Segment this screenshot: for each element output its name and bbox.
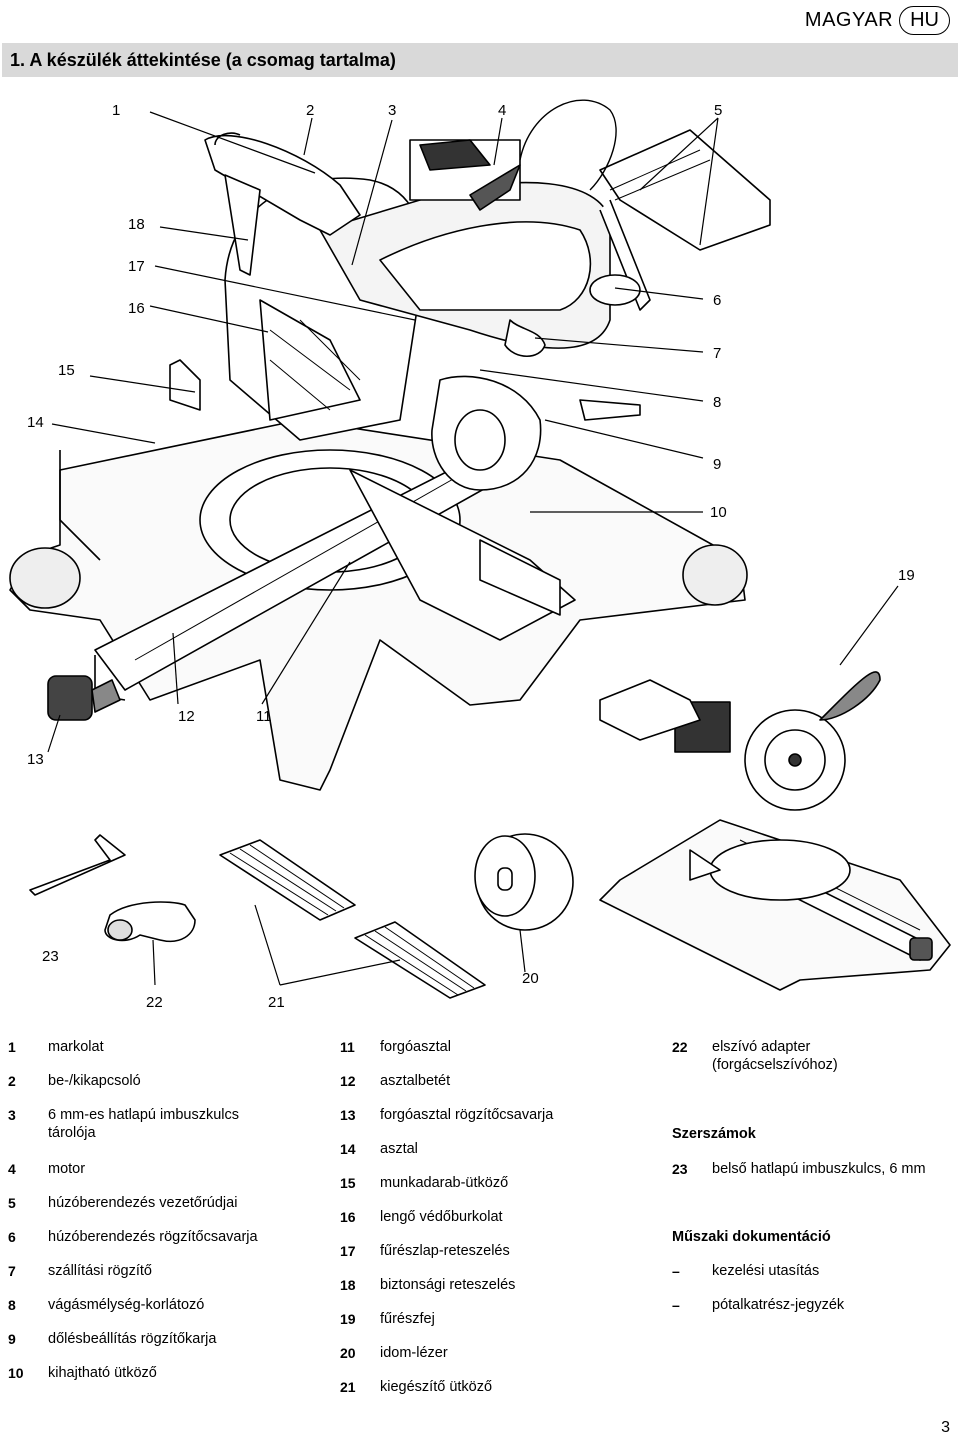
legend-num: 19 xyxy=(340,1311,356,1327)
legend-num: 10 xyxy=(8,1365,24,1381)
docs-heading: Műszaki dokumentáció xyxy=(672,1229,831,1245)
legend-num: 2 xyxy=(8,1073,16,1089)
callout-5: 5 xyxy=(714,102,723,119)
legend-text: kezelési utasítás xyxy=(712,1263,820,1279)
legend-num: 18 xyxy=(340,1277,356,1293)
legend-text: húzóberendezés vezetőrúdjai xyxy=(48,1195,238,1211)
callout-11: 11 xyxy=(256,708,272,725)
callout-22: 22 xyxy=(146,994,163,1011)
callout-16: 16 xyxy=(128,300,145,317)
legend-num: 9 xyxy=(8,1331,16,1347)
legend-num: 14 xyxy=(340,1141,356,1157)
legend-text: dőlésbeállítás rögzítőkarja xyxy=(48,1331,217,1347)
callout-3: 3 xyxy=(388,102,397,119)
legend-text: biztonsági reteszelés xyxy=(380,1277,516,1293)
legend-num: 5 xyxy=(8,1195,16,1211)
miter-saw-illustration xyxy=(9,99,951,999)
legend-text: be-/kikapcsoló xyxy=(48,1073,141,1089)
callout-leaders xyxy=(47,111,899,986)
callout-2: 2 xyxy=(306,102,315,119)
page-number: 3 xyxy=(941,1419,950,1436)
legend-num: 23 xyxy=(672,1161,688,1177)
legend-text: kiegészítő ütköző xyxy=(380,1379,493,1395)
legend-text: belső hatlapú imbuszkulcs, 6 mm xyxy=(712,1161,926,1177)
legend-text: asztalbetét xyxy=(380,1073,451,1089)
legend-num: 16 xyxy=(340,1209,356,1225)
legend-num: 21 xyxy=(340,1379,356,1395)
section-title: 1. A készülék áttekintése (a csomag tart… xyxy=(10,50,396,70)
legend-text: forgóasztal xyxy=(380,1039,451,1055)
legend-text: idom-lézer xyxy=(380,1345,448,1361)
legend-text: forgóasztal rögzítőcsavarja xyxy=(380,1107,554,1123)
section-title-bar: 1. A készülék áttekintése (a csomag tart… xyxy=(2,43,958,77)
legend-num: 7 xyxy=(8,1263,16,1279)
callout-6: 6 xyxy=(713,292,722,309)
callout-21: 21 xyxy=(268,994,285,1011)
language-label: MAGYAR xyxy=(804,9,894,31)
callout-1: 1 xyxy=(112,102,121,119)
legend-num: 11 xyxy=(340,1039,355,1055)
callout-4: 4 xyxy=(498,102,507,119)
legend-text: markolat xyxy=(48,1039,104,1055)
legend-text: vágásmélység-korlátozó xyxy=(48,1297,205,1313)
legend-dash: – xyxy=(672,1297,680,1313)
legend-num: 3 xyxy=(8,1107,16,1123)
callout-23: 23 xyxy=(42,948,59,965)
legend-num: 20 xyxy=(340,1345,356,1361)
legend-num: 6 xyxy=(8,1229,16,1245)
legend-text: motor xyxy=(48,1161,86,1177)
callout-17: 17 xyxy=(128,258,145,275)
callout-9: 9 xyxy=(713,456,722,473)
callout-12: 12 xyxy=(178,708,195,725)
callout-20: 20 xyxy=(522,970,539,987)
language-code-badge: HU xyxy=(899,6,950,35)
legend-num: 13 xyxy=(340,1107,356,1123)
legend-text: fűrészfej xyxy=(380,1311,435,1327)
legend-num: 1 xyxy=(8,1039,16,1055)
legend-text: munkadarab-ütköző xyxy=(380,1175,509,1191)
legend-text: szállítási rögzítő xyxy=(48,1263,152,1279)
legend-text: lengő védőburkolat xyxy=(380,1209,503,1225)
callout-19: 19 xyxy=(898,567,915,584)
callout-8: 8 xyxy=(713,394,722,411)
legend-dash: – xyxy=(672,1263,680,1279)
legend-text: elszívó adapter (forgácselszívóhoz) xyxy=(712,1039,838,1073)
legend-num: 8 xyxy=(8,1297,16,1313)
legend-num: 22 xyxy=(672,1039,688,1055)
saw-head xyxy=(204,99,771,491)
language-indicator: MAGYAR HU xyxy=(805,6,950,35)
legend-num: 12 xyxy=(340,1073,356,1089)
callout-10: 10 xyxy=(710,504,727,521)
callout-13: 13 xyxy=(27,751,44,768)
legend-text: kihajtható ütköző xyxy=(48,1365,157,1381)
legend-text: asztal xyxy=(380,1141,418,1157)
legend-num: 15 xyxy=(340,1175,356,1191)
legend-text: fűrészlap-reteszelés xyxy=(380,1243,510,1259)
saw-head-small-view xyxy=(599,671,951,991)
legend-text: 6 mm-es hatlapú imbuszkulcs tárolója xyxy=(48,1107,239,1141)
callout-14: 14 xyxy=(27,414,44,431)
legend-text: pótalkatrész-jegyzék xyxy=(712,1297,845,1313)
legend-num: 17 xyxy=(340,1243,356,1259)
legend-num: 4 xyxy=(8,1161,16,1177)
callout-7: 7 xyxy=(713,345,722,362)
callout-15: 15 xyxy=(58,362,75,379)
tools-heading: Szerszámok xyxy=(672,1126,756,1142)
legend-text: húzóberendezés rögzítőcsavarja xyxy=(48,1229,258,1245)
accessories xyxy=(29,833,574,999)
callout-18: 18 xyxy=(128,216,145,233)
